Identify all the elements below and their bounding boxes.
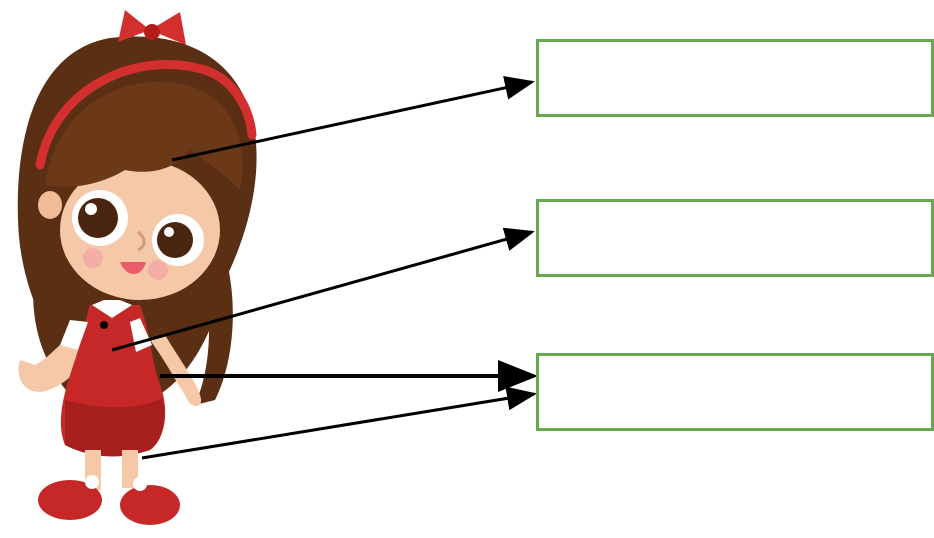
label-box-2[interactable] xyxy=(536,199,934,277)
arrow-leg xyxy=(141,386,537,460)
arrow-hair xyxy=(171,75,535,162)
label-box-1[interactable] xyxy=(536,39,934,117)
arrow-dress xyxy=(111,227,535,352)
label-box-3[interactable] xyxy=(536,353,934,431)
